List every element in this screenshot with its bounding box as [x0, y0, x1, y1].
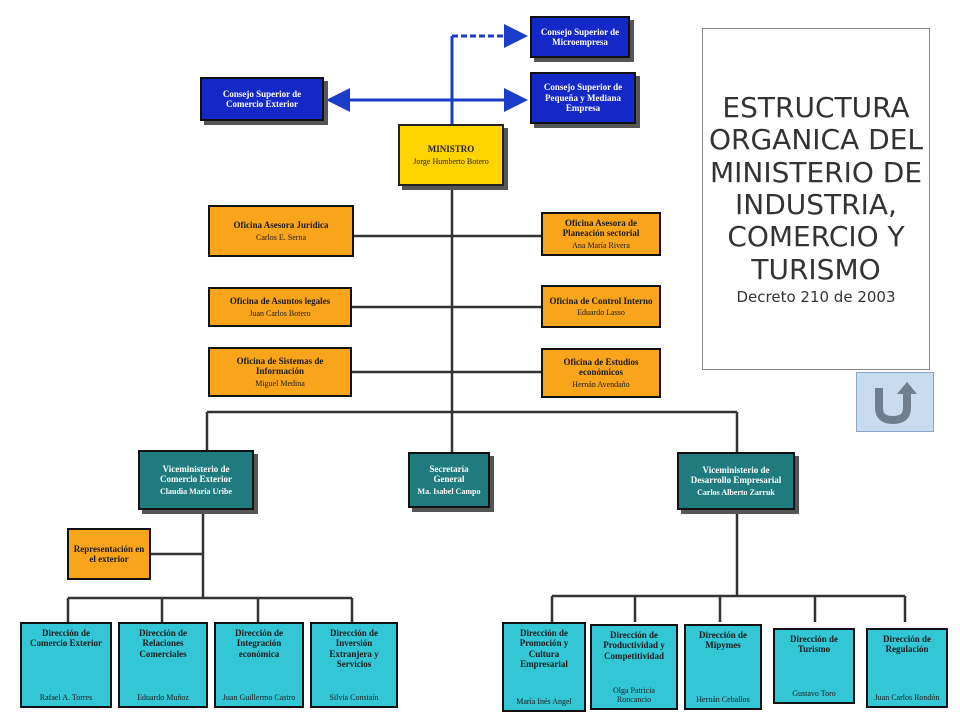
node-direccion-inversion: Dirección de Inversión Extranjera y Serv…: [310, 622, 398, 708]
node-oficina-estudios: Oficina de Estudios económicos Hernán Av…: [541, 348, 661, 398]
node-title: Oficina de Estudios económicos: [563, 357, 639, 378]
node-person: Hernán Ceballos: [696, 694, 750, 704]
node-title: Viceministerio de Comercio Exterior: [159, 464, 233, 485]
node-person: Eduardo Lasso: [577, 308, 625, 318]
slide-title: ESTRUCTURA ORGANICA DEL MINISTERIO DE IN…: [708, 90, 923, 286]
node-person: Silvia Constaín: [329, 692, 379, 702]
slide-subtitle: Decreto 210 de 2003: [736, 288, 896, 307]
node-title: Dirección de Regulación: [882, 634, 932, 655]
node-title: Representación en el exterior: [73, 543, 145, 564]
node-direccion-relaciones: Dirección de Relaciones Comerciales Edua…: [118, 622, 208, 708]
node-representacion-exterior: Representación en el exterior: [67, 528, 151, 580]
u-turn-arrow-icon: [875, 382, 917, 425]
node-consejo-microempresa: Consejo Superior de Microempresa: [530, 16, 630, 58]
node-person: Hernán Avendaño: [572, 379, 630, 389]
node-title: Secretaría General: [429, 464, 469, 485]
node-title: Viceministerio de Desarrollo Empresarial: [690, 465, 782, 486]
node-title: Oficina de Sistemas de Información: [236, 356, 324, 377]
node-title: Dirección de Productividad y Competitivi…: [603, 630, 665, 661]
node-title: Dirección de Relaciones Comerciales: [138, 628, 188, 659]
node-title: Oficina de Control Interno: [549, 295, 653, 306]
node-oficina-sistemas: Oficina de Sistemas de Información Migue…: [208, 347, 352, 397]
node-oficina-planeacion: Oficina Asesora de Planeación sectorial …: [541, 212, 661, 256]
node-secretaria-general: Secretaría General Ma. Isabel Campo: [408, 452, 490, 508]
node-person: Rafael A. Torres: [39, 692, 93, 702]
node-direccion-promocion: Dirección de Promoción y Cultura Empresa…: [502, 622, 586, 712]
node-oficina-juridica: Oficina Asesora Jurídica Carlos E. Serna: [208, 205, 354, 257]
node-person: Juan Carlos Rondón: [874, 692, 940, 702]
node-title: MINISTRO: [427, 144, 475, 155]
node-person: Olga Patricia Roncancio: [613, 685, 655, 704]
node-title: Consejo Superior de Microempresa: [540, 26, 620, 47]
node-title: Oficina Asesora de Planeación sectorial: [562, 218, 640, 239]
node-title: Consejo Superior de Comercio Exterior: [222, 88, 302, 109]
node-direccion-turismo: Dirección de Turismo Gustavo Toro: [773, 628, 855, 704]
node-direccion-comercio-exterior: Dirección de Comercio Exterior Rafael A.…: [20, 622, 112, 708]
node-title: Dirección de Integración económica: [234, 628, 284, 659]
node-person: Eduardo Muñoz: [137, 692, 189, 702]
slide-title-box: ESTRUCTURA ORGANICA DEL MINISTERIO DE IN…: [702, 28, 930, 370]
return-button[interactable]: [856, 372, 934, 432]
node-title: Dirección de Promoción y Cultura Empresa…: [519, 628, 569, 670]
node-person: Jorge Humberto Botero: [413, 156, 489, 166]
node-person: Juan Guillermo Castro: [222, 692, 296, 702]
node-viceministerio-comercio: Viceministerio de Comercio Exterior Clau…: [138, 450, 254, 510]
node-person: Claudia María Uribe: [160, 486, 232, 496]
node-consejo-pyme: Consejo Superior de Pequeña y Mediana Em…: [530, 72, 636, 124]
node-title: Dirección de Inversión Extranjera y Serv…: [329, 628, 379, 670]
node-person: Gustavo Toro: [792, 688, 836, 698]
node-title: Oficina de Asuntos legales: [229, 296, 331, 307]
node-person: Juan Carlos Botero: [249, 308, 311, 318]
node-viceministerio-desarrollo: Viceministerio de Desarrollo Empresarial…: [677, 452, 795, 510]
node-direccion-productividad: Dirección de Productividad y Competitivi…: [590, 624, 678, 710]
node-title: Dirección de Comercio Exterior: [29, 628, 103, 649]
node-consejo-comercio-exterior: Consejo Superior de Comercio Exterior: [200, 77, 324, 121]
node-title: Dirección de Mipymes: [698, 630, 748, 651]
node-title: Oficina Asesora Jurídica: [233, 220, 329, 231]
node-direccion-integracion: Dirección de Integración económica Juan …: [214, 622, 304, 708]
node-person: Ma. Isabel Campo: [417, 486, 481, 496]
node-oficina-asuntos-legales: Oficina de Asuntos legales Juan Carlos B…: [208, 287, 352, 327]
node-person: Carlos Alberto Zarruk: [697, 487, 775, 497]
node-title: Dirección de Turismo: [789, 634, 839, 655]
node-person: Ana María Rivera: [572, 240, 630, 250]
node-direccion-regulacion: Dirección de Regulación Juan Carlos Rond…: [866, 628, 948, 708]
node-person: María Inés Angel: [516, 696, 572, 706]
node-direccion-mipymes: Dirección de Mipymes Hernán Ceballos: [684, 624, 762, 710]
node-ministro: MINISTRO Jorge Humberto Botero: [398, 124, 504, 186]
node-title: Consejo Superior de Pequeña y Mediana Em…: [543, 82, 623, 114]
node-oficina-control-interno: Oficina de Control Interno Eduardo Lasso: [541, 285, 661, 328]
node-person: Carlos E. Serna: [256, 232, 306, 242]
node-person: Miguel Medina: [255, 378, 305, 388]
